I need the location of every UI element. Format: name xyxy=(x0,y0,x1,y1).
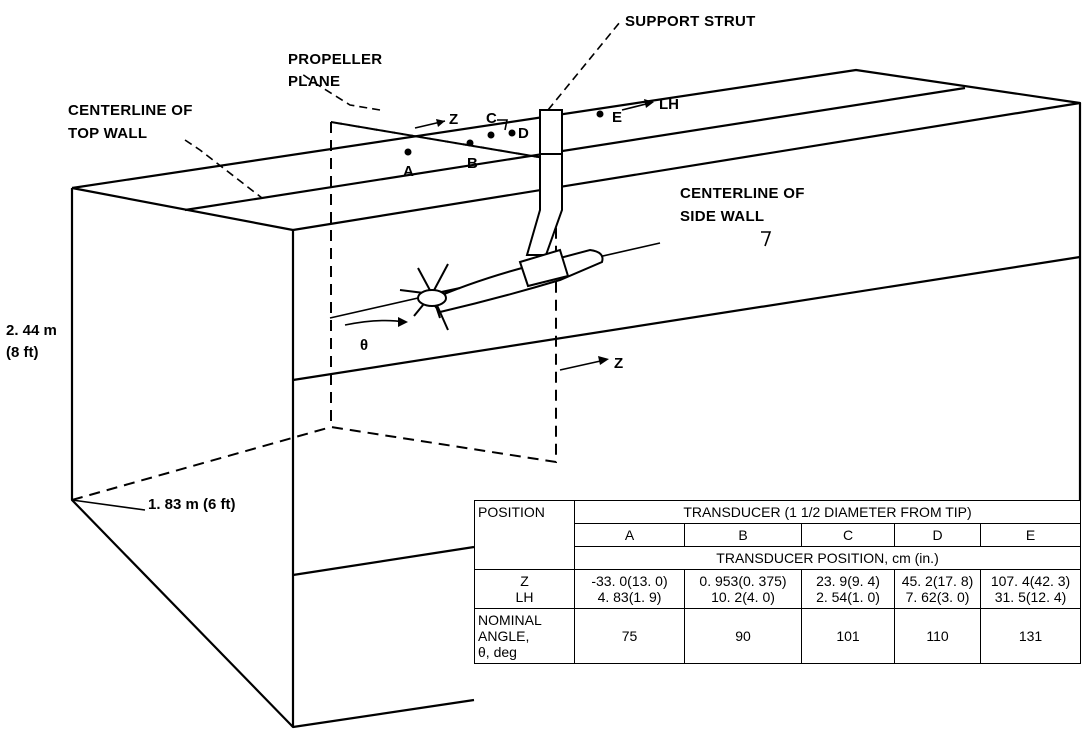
lh-value-a: 4. 83(1. 9) xyxy=(597,589,662,605)
point-b-label: B xyxy=(467,155,478,172)
top-wall-centerline-leader xyxy=(184,139,263,199)
table-subheader-row: TRANSDUCER POSITION, cm (in.) xyxy=(475,546,1082,570)
top-wall-centerline-label-line1: CENTERLINE OF xyxy=(68,102,193,119)
table-cell: -33. 0(13. 0) 4. 83(1. 9) xyxy=(574,569,685,609)
box-front-face xyxy=(70,186,295,729)
table-cell: 107. 4(42. 3) 31. 5(12. 4) xyxy=(979,569,1082,609)
propeller-hub xyxy=(417,289,447,307)
support-strut-label: SUPPORT STRUT xyxy=(625,13,756,30)
column-header-a: A xyxy=(574,523,685,547)
width-label: 1. 83 m (6 ft) xyxy=(148,496,236,513)
z-value-c: 23. 9(9. 4) xyxy=(816,573,880,589)
angle-value-c: 101 xyxy=(801,608,895,664)
z-value-b: 0. 953(0. 375) xyxy=(699,573,787,589)
point-b-marker xyxy=(466,139,474,147)
point-c-leader xyxy=(497,119,508,131)
lh-row-label: LH xyxy=(515,589,534,605)
lh-arrowhead xyxy=(644,99,654,108)
transducer-position-table: POSITION TRANSDUCER (1 1/2 DIAMETER FROM… xyxy=(474,500,1082,664)
table-cell: 23. 9(9. 4) 2. 54(1. 0) xyxy=(801,569,895,609)
column-header-e: E xyxy=(979,523,1082,547)
point-c-marker xyxy=(487,131,495,139)
point-a-marker xyxy=(404,148,412,156)
point-d-marker xyxy=(508,129,516,137)
z-top-label: Z xyxy=(449,111,458,128)
top-wall-line xyxy=(184,86,966,212)
table-cell: 45. 2(17. 8) 7. 62(3. 0) xyxy=(894,569,981,609)
theta-label: θ xyxy=(360,337,368,354)
column-header-d: D xyxy=(894,523,981,547)
propeller-plane-floor-edge xyxy=(71,426,332,501)
column-header-b: B xyxy=(684,523,802,547)
position-header: POSITION xyxy=(478,504,545,520)
side-wall-centerline-leader xyxy=(761,231,772,247)
angle-value-a: 75 xyxy=(574,608,685,664)
table-header-row: POSITION TRANSDUCER (1 1/2 DIAMETER FROM… xyxy=(474,500,1082,570)
z-bottom-arrow xyxy=(559,359,606,371)
width-dimension-line xyxy=(71,499,146,511)
side-wall-centerline-label-line1: CENTERLINE OF xyxy=(680,185,805,202)
angle-value-b: 90 xyxy=(684,608,802,664)
height-meters-label: 2. 44 m xyxy=(6,322,57,339)
lh-value-d: 7. 62(3. 0) xyxy=(905,589,970,605)
z-value-e: 107. 4(42. 3) xyxy=(990,573,1071,589)
position-header-cell: POSITION xyxy=(474,500,575,570)
table-column-row: A B C D E xyxy=(475,523,1082,547)
propeller-plane-leader xyxy=(301,73,381,111)
z-row-label: Z xyxy=(520,573,529,589)
point-e-label: E xyxy=(612,109,622,126)
propeller-plane-label-line1: PROPELLER xyxy=(288,51,382,68)
column-header-c: C xyxy=(801,523,895,547)
height-feet-label: (8 ft) xyxy=(6,344,39,361)
propeller-plane-label-line2: PLANE xyxy=(288,73,340,90)
nominal-angle-label-line3: θ, deg xyxy=(478,644,517,660)
box-bottom-edge xyxy=(292,698,475,729)
nominal-angle-label-line2: ANGLE, xyxy=(478,628,530,644)
z-bottom-label: Z xyxy=(614,355,623,372)
table-row: Z LH -33. 0(13. 0) 4. 83(1. 9) 0. 953(0.… xyxy=(474,569,1082,609)
nominal-angle-label-cell: NOMINAL ANGLE, θ, deg xyxy=(474,608,575,664)
angle-value-e: 131 xyxy=(979,608,1082,664)
point-d-label: D xyxy=(518,125,529,142)
point-c-label: C xyxy=(486,110,497,127)
nacelle-fairing xyxy=(518,248,570,288)
nacelle-body xyxy=(428,248,604,314)
z-top-arrowhead xyxy=(436,119,445,127)
theta-arrow xyxy=(344,319,406,326)
table-row: NOMINAL ANGLE, θ, deg 75 90 101 110 131 xyxy=(474,608,1082,664)
table-cell: 0. 953(0. 375) 10. 2(4. 0) xyxy=(684,569,802,609)
transducer-header: TRANSDUCER (1 1/2 DIAMETER FROM TIP) xyxy=(573,500,1082,524)
theta-arrowhead xyxy=(398,317,408,327)
box-top-face xyxy=(71,68,1082,232)
propeller-plane-top-edge xyxy=(330,121,557,161)
z-value-a: -33. 0(13. 0) xyxy=(591,573,668,589)
point-a-label: A xyxy=(403,163,414,180)
z-bottom-arrowhead xyxy=(598,356,609,365)
transducer-position-table-wrap: POSITION TRANSDUCER (1 1/2 DIAMETER FROM… xyxy=(474,500,1082,664)
lh-value-c: 2. 54(1. 0) xyxy=(816,589,880,605)
angle-value-d: 110 xyxy=(894,608,981,664)
z-value-d: 45. 2(17. 8) xyxy=(901,573,974,589)
floor-line xyxy=(292,545,475,577)
side-wall-lower-line xyxy=(292,255,1081,382)
point-e-marker xyxy=(596,110,604,118)
lh-value-b: 10. 2(4. 0) xyxy=(711,589,775,605)
side-wall-centerline-label-line2: SIDE WALL xyxy=(680,208,764,225)
lh-label: LH xyxy=(659,96,679,113)
lh-value-e: 31. 5(12. 4) xyxy=(994,589,1067,605)
z-lh-label-cell: Z LH xyxy=(474,569,575,609)
support-strut-body xyxy=(525,153,563,256)
support-strut-leader xyxy=(547,21,621,111)
transducer-position-subheader: TRANSDUCER POSITION, cm (in.) xyxy=(573,546,1082,570)
support-strut-top xyxy=(539,109,563,155)
top-wall-centerline-label-line2: TOP WALL xyxy=(68,125,147,142)
nominal-angle-label-line1: NOMINAL xyxy=(478,612,542,628)
